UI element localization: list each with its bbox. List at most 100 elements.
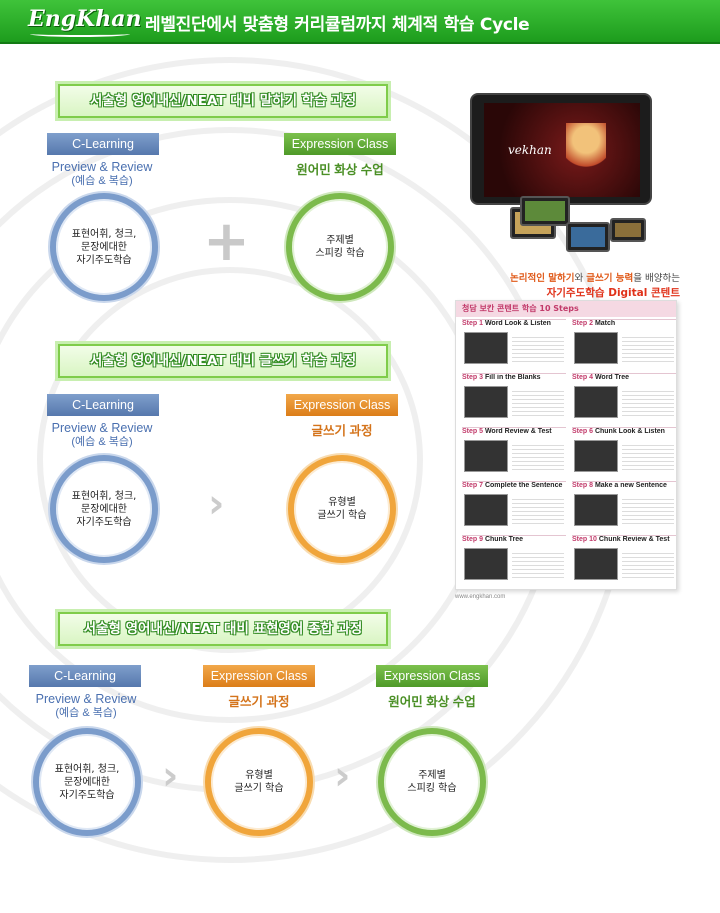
step-number: Step 7 [462,482,485,489]
section1-left-subtitle: Preview & Review (예습 & 복습) [30,160,174,188]
step-thumbnail [574,440,618,472]
section3-c1-sub2: (예습 & 복습) [55,707,117,719]
step-number: Step 1 [462,320,485,327]
step-number: Step 2 [572,320,595,327]
promo-connector: 와 [574,273,587,284]
tablet-character [566,123,606,179]
section1-left-sub2: (예습 & 복습) [71,175,133,187]
section3-c2-expression-class-tag: Expression Class [203,665,315,687]
step-title: Step 2 Match [572,320,676,327]
step-thumbnail [464,440,508,472]
step-label: Chunk Look & Listen [594,428,665,435]
step-title: Step 3 Fill in the Blanks [462,374,566,381]
step-title: Step 9 Chunk Tree [462,536,566,543]
brochure-10-steps: 청담 보칸 콘텐트 학습 10 Steps Step 1 Word Look &… [455,300,677,590]
section3-c1-subtitle: Preview & Review (예습 & 복습) [14,692,158,720]
step-description-lines [512,442,564,470]
brochure-title: 청담 보칸 콘텐트 학습 10 Steps [456,301,676,317]
step-number: Step 10 [572,536,599,543]
step-thumbnail [574,548,618,580]
section1-c-learning-tag: C-Learning [47,133,159,155]
page-title: 레벨진단에서 맞춤형 커리큘럼까지 체계적 학습 Cycle [145,15,530,35]
step-box: Step 9 Chunk Tree [462,535,566,587]
step-box: Step 3 Fill in the Blanks [462,373,566,425]
engkhan-logo: EngKhan [28,6,142,32]
section2-left-subtitle: Preview & Review (예습 & 복습) [30,421,174,449]
section1-banner: 서술형 영어내신/NEAT 대비 말하기 학습 과정 [58,84,388,118]
step-title: Step 8 Make a new Sentence [572,482,676,489]
section2-left-sub: Preview & Review [51,421,153,435]
section3-c2-circle: 유형별 글쓰기 학습 [205,728,313,836]
step-box: Step 8 Make a new Sentence [572,481,676,533]
promo-text: 논리적인 말하기와 글쓰기 능력을 배양하는 자기주도학습 Digital 콘텐… [470,272,680,300]
step-description-lines [512,334,564,362]
promo-keyword-2: 글쓰기 능력 [586,273,634,284]
step-description-lines [512,496,564,524]
step-description-lines [622,550,674,578]
tablet-image: vekhan [470,93,652,205]
step-title: Step 6 Chunk Look & Listen [572,428,676,435]
section3-c2-subtitle: 글쓰기 과정 [228,695,290,709]
step-thumbnail [574,386,618,418]
step-number: Step 4 [572,374,595,381]
section2-left-circle: 표현어휘, 청크, 문장에대한 자기주도학습 [50,455,158,563]
step-box: Step 1 Word Look & Listen [462,319,566,371]
step-box: Step 2 Match [572,319,676,371]
mini-screen [610,218,646,242]
promo-keyword-1: 논리적인 말하기 [509,273,575,284]
promo-tail: 을 배양하는 [633,273,680,284]
step-description-lines [622,442,674,470]
header-bar: EngKhan 레벨진단에서 맞춤형 커리큘럼까지 체계적 학습 Cycle [0,0,720,44]
step-thumbnail [464,548,508,580]
section2-banner: 서술형 영어내신/NEAT 대비 글쓰기 학습 과정 [58,344,388,378]
step-label: Complete the Sentence [484,482,563,489]
brochure-footer: www.engkhan.com [455,594,506,600]
section3-c1-circle-text: 표현어휘, 청크, 문장에대한 자기주도학습 [54,763,120,801]
section3-c-learning-tag: C-Learning [29,665,141,687]
section2-expression-class-tag: Expression Class [286,394,398,416]
section3-c3-expression-class-tag: Expression Class [376,665,488,687]
section3-c3-circle-text: 주제별 스피킹 학습 [407,770,457,794]
step-description-lines [622,388,674,416]
section1-right-circle: 주제별 스피킹 학습 [286,193,394,301]
step-thumbnail [464,494,508,526]
step-description-lines [622,334,674,362]
step-box: Step 10 Chunk Review & Test [572,535,676,587]
chevron-right-icon: › [162,753,179,799]
tablet-screen: vekhan [484,103,640,197]
step-title: Step 5 Word Review & Test [462,428,566,435]
mini-screen [520,196,570,226]
step-label: Word Review & Test [484,428,552,435]
section1-left-circle-text: 표현어휘, 청크, 문장에대한 자기주도학습 [71,228,137,266]
step-box: Step 5 Word Review & Test [462,427,566,479]
section1-right-circle-text: 주제별 스피킹 학습 [315,235,365,259]
section2-right-circle: 유형별 글쓰기 학습 [288,455,396,563]
step-title: Step 1 Word Look & Listen [462,320,566,327]
step-box: Step 6 Chunk Look & Listen [572,427,676,479]
section1-right-subtitle: 원어민 화상 수업 [296,163,384,177]
step-label: Fill in the Blanks [484,374,541,381]
step-label: Chunk Review & Test [598,536,670,543]
step-label: Make a new Sentence [594,482,667,489]
step-title: Step 4 Word Tree [572,374,676,381]
mini-screen [566,222,610,252]
step-title: Step 10 Chunk Review & Test [572,536,676,543]
step-box: Step 4 Word Tree [572,373,676,425]
step-description-lines [622,496,674,524]
section3-c1-circle: 표현어휘, 청크, 문장에대한 자기주도학습 [33,728,141,836]
step-thumbnail [464,386,508,418]
step-label: Word Look & Listen [484,320,551,327]
section3-c2-circle-text: 유형별 글쓰기 학습 [234,770,284,794]
section2-right-subtitle: 글쓰기 과정 [311,424,373,438]
section3-banner: 서술형 영어내신/NEAT 대비 표현영어 종합 과정 [58,612,388,646]
section2-left-sub2: (예습 & 복습) [71,436,133,448]
step-number: Step 8 [572,482,595,489]
plus-icon: + [203,209,250,274]
promo-headline: 자기주도학습 Digital 콘텐트 [546,287,680,299]
step-label: Chunk Tree [484,536,524,543]
chevron-right-icon: › [334,753,351,799]
tablet-logo: vekhan [508,143,552,157]
section2-c-learning-tag: C-Learning [47,394,159,416]
section1-left-sub: Preview & Review [51,160,153,174]
logo-swoosh [30,31,130,37]
